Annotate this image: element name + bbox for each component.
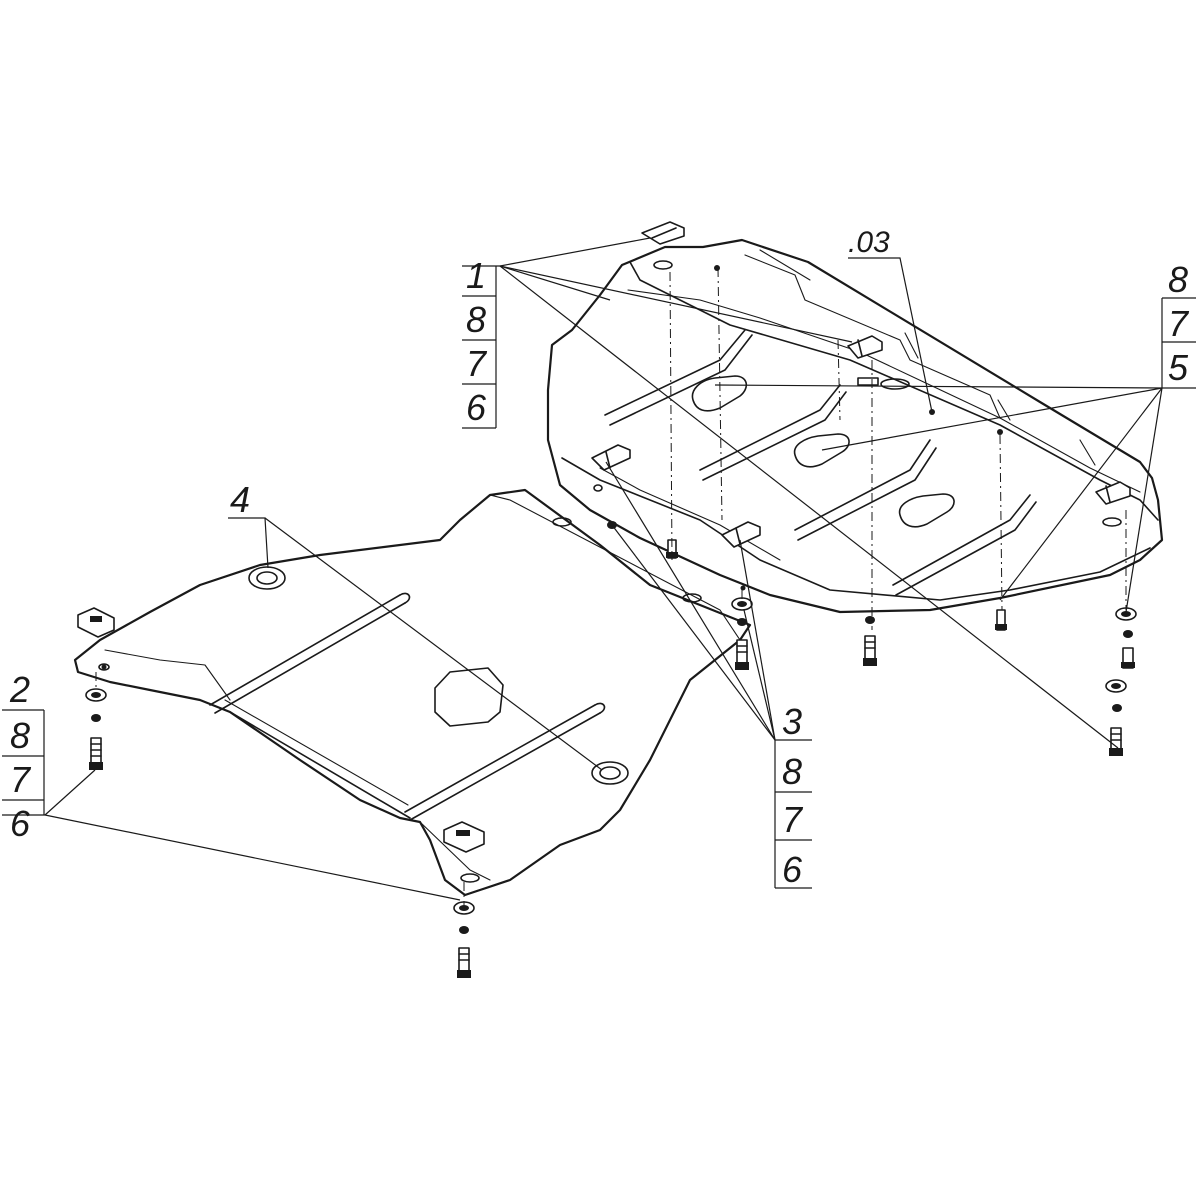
- callout-group-right: 8 7 5: [1161, 259, 1196, 388]
- part-4-lower-nut: [591, 761, 629, 785]
- assembly-axis-lines: [95, 267, 1127, 905]
- bracket-right: [1095, 481, 1131, 505]
- callout-8-label: 8: [10, 715, 30, 756]
- callout-3-label: 3: [782, 701, 802, 742]
- callout-7-label: 7: [782, 799, 804, 840]
- callout-8-label: 8: [782, 751, 802, 792]
- bracket-mid-2: [721, 521, 761, 548]
- callout-ref-03: .03: [848, 226, 890, 259]
- callout-group-2: 2 8 7 6: [2, 669, 45, 844]
- fastener-stack-left: [85, 688, 107, 770]
- fastener-stack-mid: [731, 597, 753, 670]
- fastener-stack-bottom: [453, 901, 475, 978]
- callout-4-label: 4: [230, 479, 250, 520]
- callout-6-label: 6: [466, 387, 487, 428]
- leader-lines: [44, 237, 1196, 901]
- bracket-top-mid: [847, 335, 883, 359]
- bracket-left-2: [443, 821, 485, 853]
- callout-03-label: .03: [848, 226, 890, 259]
- callout-5-label: 5: [1168, 347, 1189, 388]
- callout-6-label: 6: [782, 849, 803, 890]
- callout-2-label: 2: [9, 669, 30, 710]
- left-skid-plate: [73, 488, 752, 897]
- callout-7-label: 7: [466, 343, 488, 384]
- callout-group-3: 3 8 7 6: [774, 701, 812, 890]
- callout-group-1: 1 8 7 6: [462, 255, 497, 429]
- fastener-stack-right-3: [1105, 607, 1137, 756]
- callout-part-4: 4: [230, 479, 250, 520]
- callout-6-label: 6: [10, 803, 31, 844]
- callout-7-label: 7: [10, 759, 32, 800]
- fastener-stack-right-2: [995, 609, 1007, 631]
- callout-8-label: 8: [466, 299, 486, 340]
- right-skid-plate: [546, 238, 1164, 614]
- bracket-left-1: [77, 607, 115, 638]
- callout-8-label: 8: [1168, 259, 1188, 300]
- callout-7-label: 7: [1168, 303, 1190, 344]
- part-4-upper-nut: [248, 566, 286, 590]
- callout-1-label: 1: [466, 255, 486, 296]
- fastener-stack-right-1: [863, 616, 877, 666]
- bracket-top-left: [641, 221, 685, 245]
- bracket-mid-1: [591, 444, 631, 471]
